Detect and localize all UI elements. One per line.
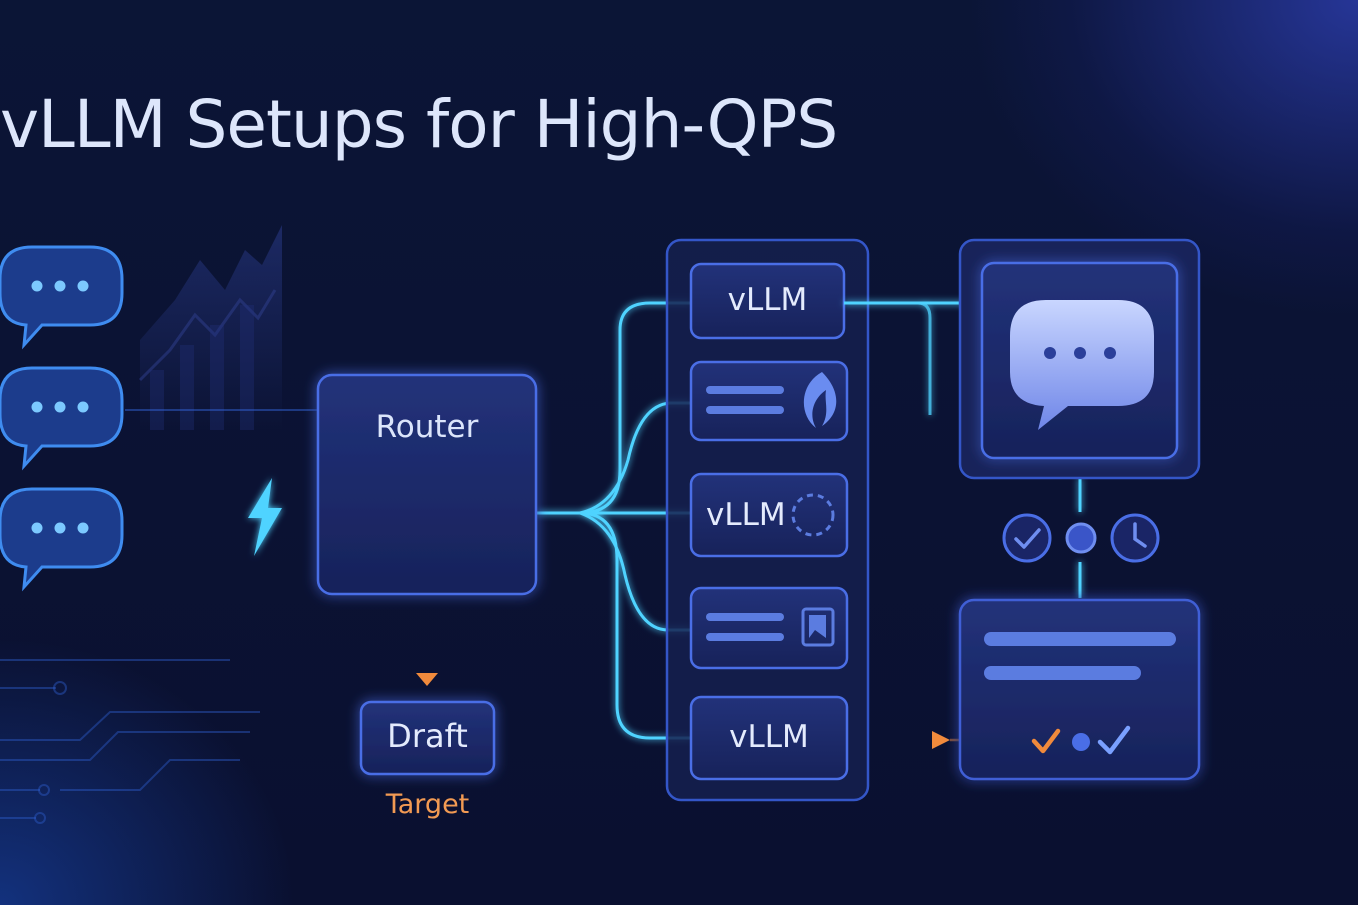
arrow-right-icon — [932, 731, 950, 749]
document-icon — [801, 607, 835, 647]
draft-node — [359, 700, 496, 776]
worker-label: vLLM — [727, 282, 808, 318]
response-panel — [958, 238, 1201, 480]
dot-icon — [1072, 733, 1090, 751]
router-draft-link — [416, 594, 438, 686]
worker-4-content — [706, 607, 835, 647]
flame-icon — [803, 372, 837, 428]
background-chart — [138, 225, 282, 430]
incoming-faint-links — [125, 289, 320, 411]
text-line-bar — [984, 632, 1176, 646]
output-panel — [958, 598, 1201, 781]
circuit-traces — [0, 659, 260, 824]
text-line-bar — [706, 633, 784, 641]
incoming-requests — [0, 245, 124, 589]
text-line-bar — [706, 613, 784, 621]
router-node — [316, 373, 538, 596]
worker-label: vLLM — [729, 719, 809, 755]
chat-bubble-icon — [0, 245, 124, 347]
worker-node — [689, 695, 849, 781]
text-line-bar — [706, 406, 784, 414]
router-fanout-links — [536, 301, 691, 740]
dashed-circle-icon — [791, 493, 835, 537]
clock-icon — [1110, 513, 1160, 563]
chat-bubble-icon — [0, 487, 124, 589]
arrow-down-icon — [416, 673, 438, 686]
check-circle-icon — [1002, 513, 1052, 563]
worker-label: vLLM — [706, 497, 786, 533]
target-label: Target — [385, 789, 470, 820]
status-icons — [1002, 513, 1160, 563]
worker-2-content — [706, 372, 837, 428]
worker-node — [689, 360, 849, 442]
check-icon — [1097, 725, 1131, 755]
check-icon — [1031, 728, 1061, 754]
text-line-bar — [984, 666, 1141, 680]
page-title: vLLM Setups for High-QPS — [0, 86, 838, 163]
draft-label: Draft — [387, 717, 468, 755]
text-line-bar — [706, 386, 784, 394]
lightning-icon — [248, 478, 282, 556]
chat-bubble-icon — [1010, 300, 1154, 430]
router-label: Router — [375, 409, 479, 445]
chat-bubble-icon — [0, 366, 124, 468]
worker-node — [689, 262, 846, 340]
dot-icon — [1065, 522, 1097, 554]
